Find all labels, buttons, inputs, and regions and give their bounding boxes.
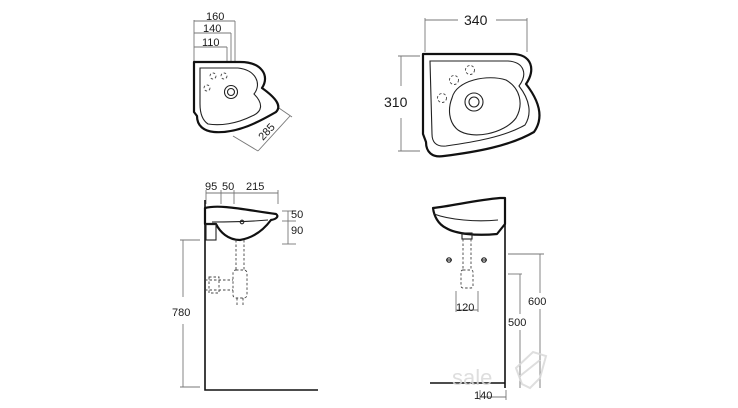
dim-600-label: 600 [528, 296, 546, 308]
tap-hole-marker [449, 75, 459, 85]
side-waste-trap [205, 240, 248, 306]
side-dimension-lines [180, 190, 296, 388]
dim-50a-label: 50 [222, 181, 234, 193]
dim-285-label: 285 [256, 121, 277, 143]
dim-160-label: 160 [206, 11, 224, 23]
large-basin-bowl [448, 77, 521, 136]
dim-95-label: 95 [205, 181, 217, 193]
large-basin-rim [429, 60, 530, 147]
watermark: sale [452, 350, 548, 390]
dim-215-label: 215 [246, 181, 264, 193]
large-drain-inner [468, 96, 480, 108]
dim-140-label: 140 [474, 390, 492, 402]
small-drain-inner [226, 87, 236, 97]
dim-140-label: 140 [203, 23, 221, 35]
tap-hole-marker [220, 72, 228, 80]
tap-hole-marker [209, 72, 217, 80]
small-basin-outline [192, 60, 280, 134]
front-waste-outlet [461, 232, 473, 240]
watermark-logo-icon [514, 350, 548, 390]
top-small-dimension-lines [193, 20, 293, 152]
dim-90-label: 90 [291, 225, 303, 237]
side-bracket [205, 223, 217, 241]
dim-width-label: 340 [464, 12, 488, 28]
small-basin-bowl [199, 67, 262, 126]
top-view-large: 340 310 [384, 12, 541, 158]
large-drain-outer [464, 92, 484, 112]
tap-hole-marker [465, 65, 475, 75]
front-basin-rim [433, 213, 499, 222]
front-basin-profile [431, 196, 507, 236]
fixing-bolt-right [481, 257, 487, 263]
side-basin-inner [211, 219, 269, 223]
fixing-bolt-left [446, 257, 452, 263]
dim-120-label: 120 [456, 302, 474, 314]
side-wall [204, 200, 318, 391]
dim-50b-label: 50 [291, 209, 303, 221]
front-wall [430, 200, 506, 388]
side-view: 95 50 215 50 90 780 [172, 181, 318, 391]
dim-500-label: 500 [508, 317, 526, 329]
top-view-small: 160 140 110 285 [192, 11, 293, 152]
dim-110-label: 110 [202, 37, 220, 49]
overflow-hole [239, 219, 245, 225]
top-large-dimension-lines [398, 18, 528, 152]
tap-hole-marker [437, 93, 447, 103]
front-waste-pipe [460, 239, 474, 289]
small-drain-outer [223, 84, 239, 100]
front-view: 120 600 500 140 [430, 196, 546, 402]
dim-depth-label: 310 [384, 94, 408, 110]
large-basin-outline [421, 52, 541, 158]
dim-height-label: 780 [172, 307, 190, 319]
watermark-text: sale [452, 365, 492, 390]
tap-hole-marker [203, 84, 211, 92]
